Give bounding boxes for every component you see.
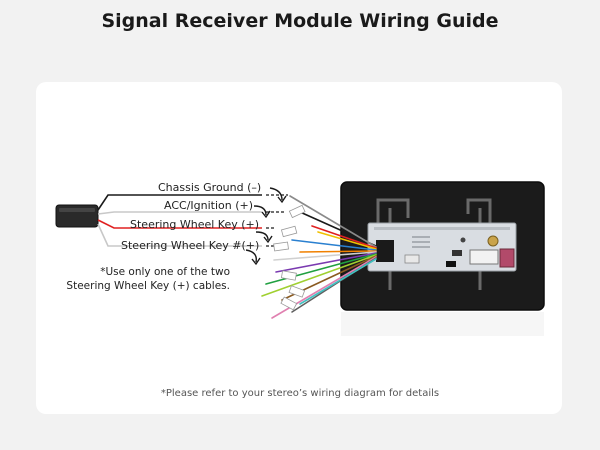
- wire-chassis-ground: [97, 194, 262, 211]
- page-title: Signal Receiver Module Wiring Guide: [101, 10, 499, 32]
- usage-note-line1: *Use only one of the two: [100, 266, 230, 278]
- wire-acc: [97, 211, 262, 215]
- usage-note: *Use only one of the two Steering Wheel …: [62, 265, 230, 293]
- pink-connector: [499, 248, 515, 268]
- wire-steering-key: [97, 219, 262, 229]
- wire-steering-key-hash: [97, 223, 262, 247]
- antenna-socket: [487, 235, 499, 247]
- label-steering-key-hash: Steering Wheel Key #(+): [121, 239, 260, 252]
- dashed-links: [266, 194, 288, 247]
- module-wires: [97, 194, 262, 247]
- footnote: *Please refer to your stereo’s wiring di…: [160, 388, 440, 399]
- label-steering-key: Steering Wheel Key (+): [130, 218, 260, 231]
- connection-arrows: [245, 187, 287, 266]
- stereo-unit: [340, 181, 545, 311]
- wire-tags: [273, 204, 306, 311]
- usage-note-line2: Steering Wheel Key (+) cables.: [66, 280, 230, 292]
- white-connector: [469, 249, 499, 265]
- label-chassis-ground: Chassis Ground (–): [158, 181, 262, 194]
- harness-plug: [376, 240, 394, 262]
- receiver-module: [55, 204, 99, 228]
- label-acc-ignition: ACC/Ignition (+): [164, 199, 254, 212]
